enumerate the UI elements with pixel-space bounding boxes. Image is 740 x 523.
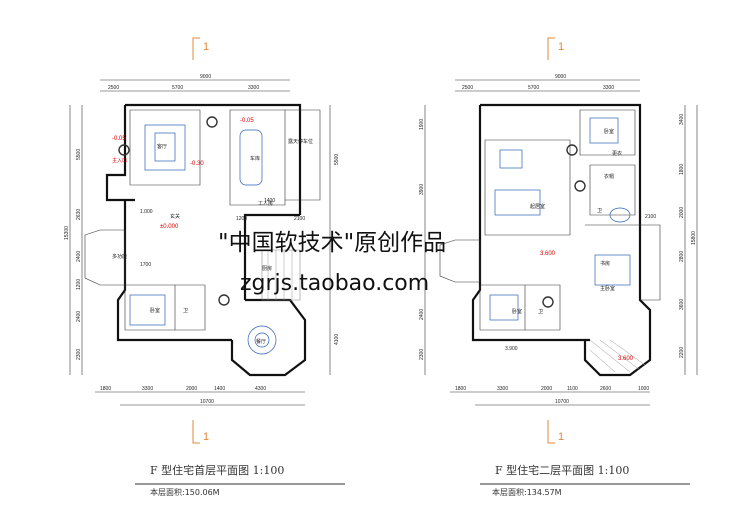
section-marker-bottom-1: 1 [192,420,209,444]
dim-bottom: 3300 [497,386,508,392]
section-marker-label: 1 [558,41,564,53]
room-label: 餐厅 [256,338,266,345]
dim-top-total: 9000 [555,74,566,80]
dim-left: 5500 [76,149,82,160]
dim-bottom: 1800 [455,386,466,392]
dim-inner: 1400 [264,198,275,204]
dim-bottom: 2000 [541,386,552,392]
room-label: 工人房 [258,200,273,207]
dim-left-total: 15300 [64,226,70,240]
dim-left: 2400 [76,311,82,322]
room-label: 露天停车位 [288,138,313,145]
section-marker-label: 1 [203,41,209,53]
dim-bottom: 3300 [142,386,153,392]
dim-right: 2000 [679,207,685,218]
room-label: 卧室 [512,308,522,315]
dim-top: 3300 [603,85,614,91]
dim-bottom-total: 10700 [200,399,214,405]
room-label: 起居室 [530,203,545,210]
dim-inner: 1700 [140,262,151,268]
watermark-line-2: zgrjs.taobao.com [240,271,429,296]
room-label: 玄关 [170,213,180,220]
level-mark: 3.600 [540,251,556,257]
room-label: 卫 [183,308,188,314]
dim-top: 5700 [172,85,183,91]
dim-left: 2630 [76,209,82,220]
dim-left: 2300 [419,349,425,360]
dim-bottom: 1100 [567,386,578,392]
room-label: 卫 [597,208,602,214]
level-mark: -0.05 [112,136,126,142]
dim-left: 2400 [76,251,82,262]
dim-inner: 2100 [645,214,656,220]
dim-right: 5500 [334,154,340,165]
dim-top-total: 9000 [200,74,211,80]
room-label: 卫 [538,309,543,315]
dim-left: 1900 [419,119,425,130]
dim-inner: 1200 [236,216,247,222]
section-marker-bottom-2: 1 [547,420,564,444]
dim-right: 3600 [679,299,685,310]
room-label: 车库 [250,155,260,162]
dim-bottom: 4300 [255,386,266,392]
room-label: 书房 [600,260,610,267]
section-marker-top-1: 1 [192,37,209,60]
dim-bottom: 2600 [600,386,611,392]
dim-inner: 2100 [294,216,305,222]
dim-left: 2400 [419,309,425,320]
dim-bottom: 2000 [186,386,197,392]
plan-area: 本层面积:150.06M [150,487,220,497]
plan-area: 本层面积:134.57M [492,487,562,497]
dim-bottom-total: 10700 [555,399,569,405]
dim-right: 1800 [679,164,685,175]
dim-right: 2200 [679,347,685,358]
section-marker-label: 1 [558,431,564,443]
dim-right: 2800 [679,251,685,262]
section-marker-top-2: 1 [547,37,564,60]
plan-title: F 型住宅二层平面图 1:100 [495,463,629,477]
dim-right: 3400 [679,114,685,125]
dim-bottom: 1800 [100,386,111,392]
room-label: 卧室 [604,128,614,135]
room-label: 卧室 [150,307,160,314]
level-mark: 3.600 [618,356,634,362]
dim-top: 3300 [248,85,259,91]
room-label: 主入口 [112,157,127,164]
room-label: 厨房 [262,265,272,272]
room-label: 客厅 [157,143,167,150]
plan-title: F 型住宅首层平面图 1:100 [150,463,284,477]
dim-top: 2500 [108,85,119,91]
plan-1: 1 1 9000 2500 5700 3300 [64,37,345,497]
dim-top: 2500 [462,85,473,91]
level-mark: -0.05 [240,118,254,124]
room-label: 多功能 [112,253,127,260]
dim-bottom: 1000 [638,386,649,392]
dim-right-total: 15800 [691,231,697,245]
level-mark: 1.000 [140,209,153,215]
section-marker-label: 1 [203,431,209,443]
watermark: "中国软技术"原创作品 zgrjs.taobao.com [218,230,446,296]
room-label: 衣帽 [604,173,614,180]
dim-right: 4100 [334,334,340,345]
room-label: 主卧室 [600,285,615,292]
level-mark: ±0.000 [160,224,179,230]
plan-2: 1 1 9000 2500 5700 3300 卧室 起居室 [419,37,698,497]
watermark-line-1: "中国软技术"原创作品 [218,230,446,256]
level-mark: 3.900 [505,346,518,352]
dim-bottom: 1400 [214,386,225,392]
room-label: 更衣 [612,150,622,157]
dim-top: 5700 [528,85,539,91]
dim-left: 2300 [76,349,82,360]
dim-left: 3900 [419,184,425,195]
dim-left: 1200 [76,279,82,290]
level-mark: -0.30 [190,161,204,167]
